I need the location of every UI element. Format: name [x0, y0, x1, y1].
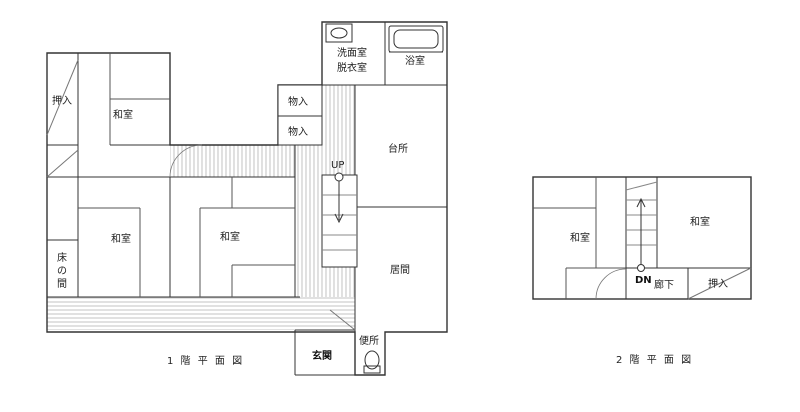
label-washitsu-top: 和室: [113, 108, 133, 121]
label-tokonoma-2: の: [57, 266, 67, 277]
label-washitsu-2f-left: 和室: [570, 231, 590, 244]
label-washitsu-left: 和室: [111, 232, 131, 245]
floor1-outer-wall: [46, 21, 448, 376]
floor2-caption: 2 階 平 面 図: [616, 354, 693, 366]
label-monoire-2: 物入: [288, 125, 308, 138]
label-genkan: 玄関: [312, 349, 332, 362]
label-washitsu-center: 和室: [220, 230, 240, 243]
label-stair-up: UP: [331, 160, 344, 171]
label-washitsu-2f-right: 和室: [690, 215, 710, 228]
label-tokonoma-3: 間: [57, 278, 67, 290]
label-ima: 居間: [390, 264, 410, 276]
label-yokushitsu: 浴室: [405, 54, 425, 67]
corridor-floor-horizontal: [170, 145, 300, 177]
label-oshiire-2f: 押入: [708, 277, 728, 290]
label-monoire-1: 物入: [288, 95, 308, 108]
label-senmen: 洗面室: [337, 46, 367, 59]
label-stair-dn: DN: [635, 275, 652, 286]
label-rouka: 廊下: [654, 278, 674, 291]
label-tokonoma-1: 床: [57, 251, 67, 264]
label-datsui: 脱衣室: [337, 61, 367, 74]
floor2-plan: [532, 176, 752, 300]
label-daidokoro: 台所: [388, 142, 408, 155]
floor1-plan: [46, 21, 448, 376]
label-oshiire-1f: 押入: [52, 94, 72, 107]
label-benjo: 便所: [359, 334, 379, 347]
floor1-caption: 1 階 平 面 図: [167, 355, 244, 367]
engawa-floor: [47, 297, 355, 330]
floor2-outer-wall: [532, 176, 752, 300]
